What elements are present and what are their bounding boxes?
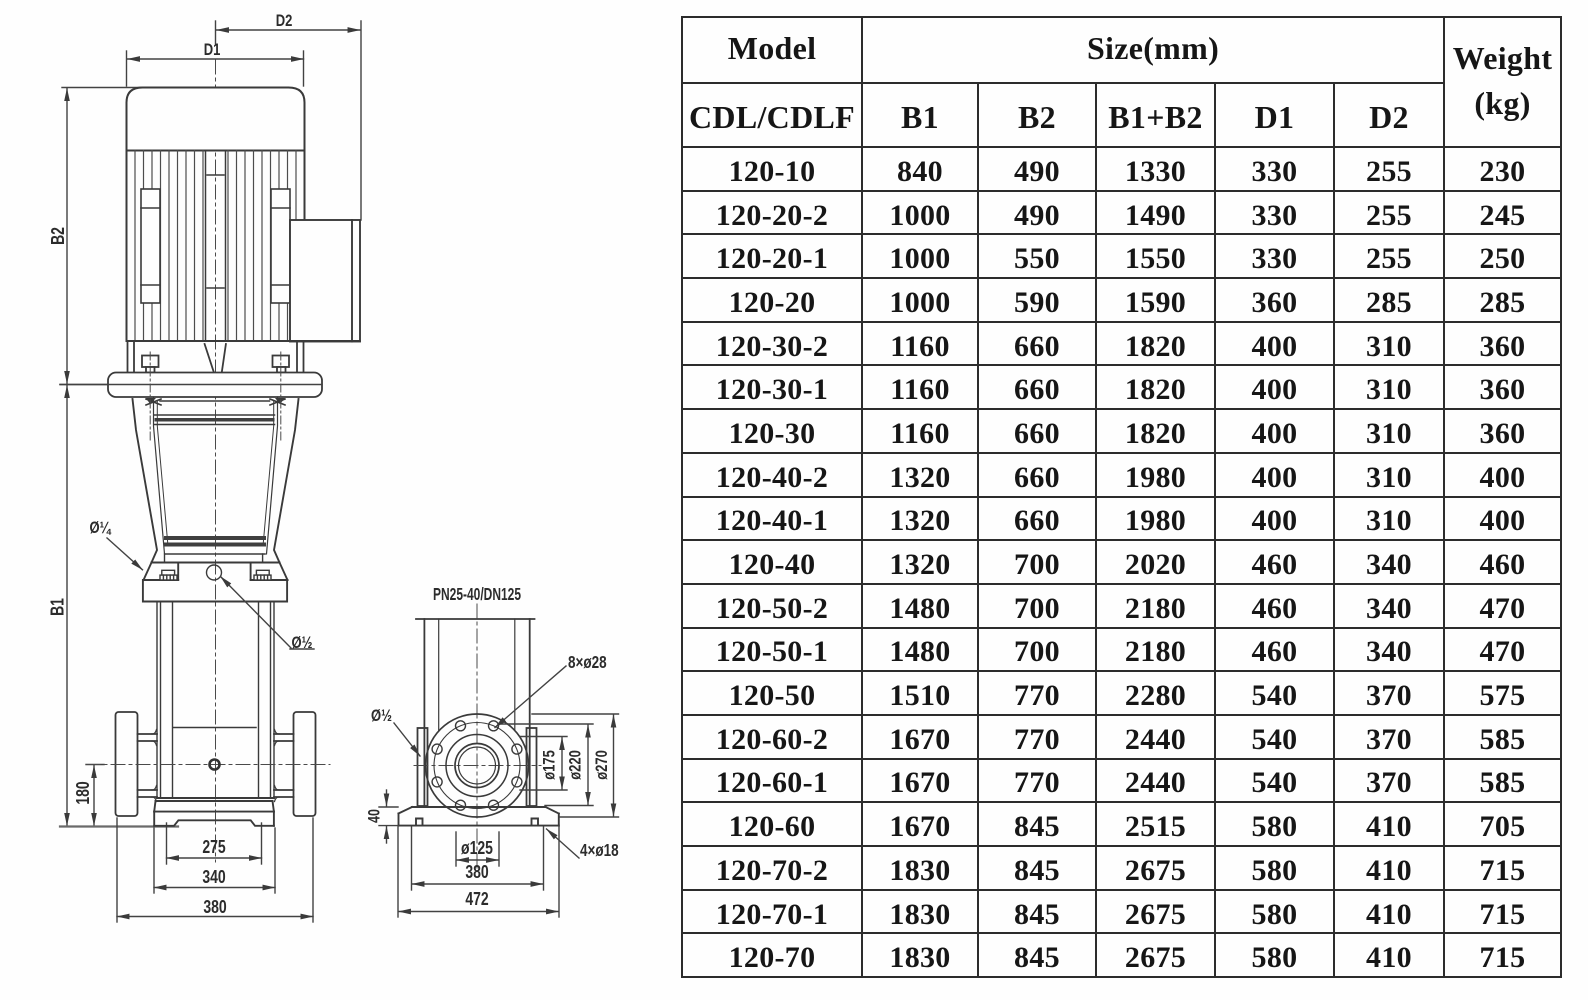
svg-text:380: 380 — [203, 897, 226, 917]
svg-text:8×ø28: 8×ø28 — [568, 653, 607, 672]
svg-text:472: 472 — [465, 889, 488, 909]
svg-text:PN25-40/DN125: PN25-40/DN125 — [433, 585, 521, 605]
svg-text:B1: B1 — [48, 598, 68, 616]
svg-text:ø220: ø220 — [566, 750, 585, 780]
svg-text:Ø¼: Ø¼ — [90, 520, 112, 538]
svg-text:275: 275 — [202, 837, 225, 857]
svg-text:ø270: ø270 — [592, 750, 611, 780]
svg-text:Ø½: Ø½ — [371, 708, 392, 726]
svg-text:380: 380 — [465, 862, 488, 882]
svg-text:340: 340 — [202, 867, 225, 887]
svg-text:D1: D1 — [204, 40, 221, 59]
svg-text:180: 180 — [73, 781, 93, 804]
svg-text:ø125: ø125 — [461, 838, 493, 858]
svg-text:Ø½: Ø½ — [292, 635, 313, 653]
svg-text:D2: D2 — [276, 11, 293, 30]
svg-text:4×ø18: 4×ø18 — [580, 841, 619, 860]
svg-text:B2: B2 — [48, 227, 68, 245]
svg-text:40: 40 — [366, 809, 384, 823]
svg-text:ø175: ø175 — [540, 750, 559, 780]
